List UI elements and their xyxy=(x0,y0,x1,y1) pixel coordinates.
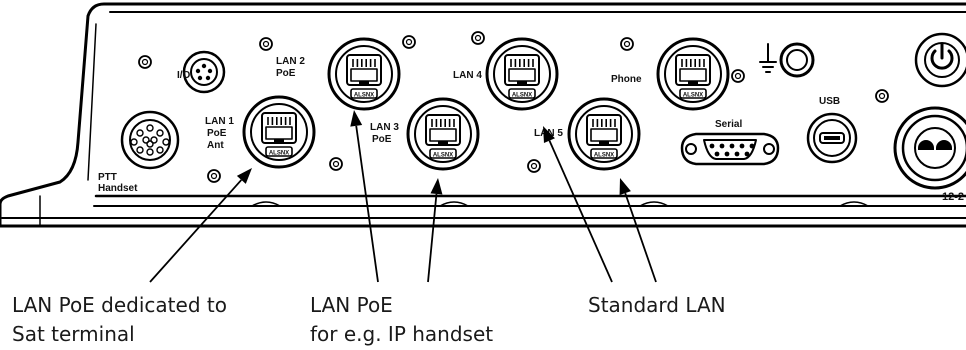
pin xyxy=(197,75,203,81)
ground-stud xyxy=(779,42,815,78)
pin xyxy=(207,68,213,74)
io-connector xyxy=(182,50,226,94)
lan3-jack: ALSNX xyxy=(406,97,480,171)
callout-arrows xyxy=(149,110,657,283)
lan3-label-line2: PoE xyxy=(372,134,392,145)
pin xyxy=(729,143,735,149)
lan1-label-line2: PoE xyxy=(207,128,227,139)
ptt-label-line1: PTT xyxy=(98,172,117,183)
screw-icon xyxy=(731,69,745,83)
phone-label: Phone xyxy=(611,74,642,85)
callout-lan-poe-sat-line2: Sat terminal xyxy=(12,322,135,346)
pin xyxy=(156,129,164,137)
callouts: LAN PoE dedicated to Sat terminal LAN Po… xyxy=(12,293,726,346)
device-housing xyxy=(0,2,966,228)
screw-icon xyxy=(471,31,485,45)
callout-lan-poe-ip-line2: for e.g. IP handset xyxy=(310,322,493,346)
lan2-jack: ALSNX xyxy=(327,37,401,111)
ptt-label-line2: Handset xyxy=(98,183,138,194)
usb-connector xyxy=(806,112,858,164)
lan1-label-line3: Ant xyxy=(207,140,224,151)
io-label: I/O xyxy=(177,70,191,81)
jack-tag-text: ALSNX xyxy=(433,153,453,159)
pin xyxy=(162,138,170,146)
jack-tag-text: ALSNX xyxy=(594,153,614,159)
screw-icon xyxy=(620,37,634,51)
pin xyxy=(146,124,154,132)
pin xyxy=(709,143,715,149)
connectors: ALSNX ALSNX ALSNX ALSNX ALSNX ALSNX xyxy=(120,32,966,190)
pin xyxy=(724,151,730,157)
screw-icon xyxy=(259,37,273,51)
pin xyxy=(136,146,144,154)
phone-jack: ALSNX xyxy=(656,37,730,111)
lan2-label-line2: PoE xyxy=(276,68,296,79)
pin xyxy=(205,75,211,81)
pin xyxy=(201,63,207,69)
pin xyxy=(749,143,755,149)
pin xyxy=(714,151,720,157)
jack-tag-text: ALSNX xyxy=(354,93,374,99)
dc-power-connector xyxy=(893,106,966,190)
pin xyxy=(195,68,201,74)
screw-icon xyxy=(207,169,221,183)
ground-icon xyxy=(759,43,777,73)
pin xyxy=(719,143,725,149)
jack-tag-text: ALSNX xyxy=(683,93,703,99)
lan1-jack: ALSNX xyxy=(242,95,316,169)
lan5-jack: ALSNX xyxy=(567,97,641,171)
pin xyxy=(156,146,164,154)
ptt-connector xyxy=(120,110,180,170)
usb-label: USB xyxy=(819,96,840,107)
callout-lan-poe-ip-line1: LAN PoE xyxy=(310,293,393,317)
screw-icon xyxy=(402,35,416,49)
pin xyxy=(146,148,154,156)
screw-icons xyxy=(138,31,889,183)
dc-label: 12-2 xyxy=(942,191,964,203)
lan4-label: LAN 4 xyxy=(453,70,482,81)
pin xyxy=(739,143,745,149)
arrow-lan5 xyxy=(619,178,657,283)
serial-label: Serial xyxy=(715,119,742,130)
arrow-lan3 xyxy=(427,178,443,283)
screw-icon xyxy=(329,157,343,171)
panel-labels: I/O PTT Handset LAN 1 PoE Ant LAN 2 PoE … xyxy=(98,56,964,203)
screw-icon xyxy=(875,89,889,103)
pin xyxy=(136,129,144,137)
arrow-lan4 xyxy=(543,126,613,283)
screw-icon xyxy=(527,159,541,173)
pin xyxy=(150,136,158,144)
arrow-lan2 xyxy=(350,110,379,283)
pin xyxy=(130,138,138,146)
callout-lan-poe-sat-line1: LAN PoE dedicated to xyxy=(12,293,227,317)
jack-tag-text: ALSNX xyxy=(512,93,532,99)
pin xyxy=(734,151,740,157)
pin xyxy=(744,151,750,157)
lan2-label-line1: LAN 2 xyxy=(276,56,305,67)
pin xyxy=(142,136,150,144)
arrow-lan1 xyxy=(149,168,252,283)
power-button-icon xyxy=(914,32,966,88)
serial-db9-connector xyxy=(680,132,780,166)
pin xyxy=(146,140,154,148)
callout-standard-lan: Standard LAN xyxy=(588,293,726,317)
screw-icon xyxy=(138,55,152,69)
lan4-jack: ALSNX xyxy=(485,37,559,111)
lan1-label-line1: LAN 1 xyxy=(205,116,234,127)
lan3-label-line1: LAN 3 xyxy=(370,122,399,133)
jack-tag-text: ALSNX xyxy=(269,151,289,157)
